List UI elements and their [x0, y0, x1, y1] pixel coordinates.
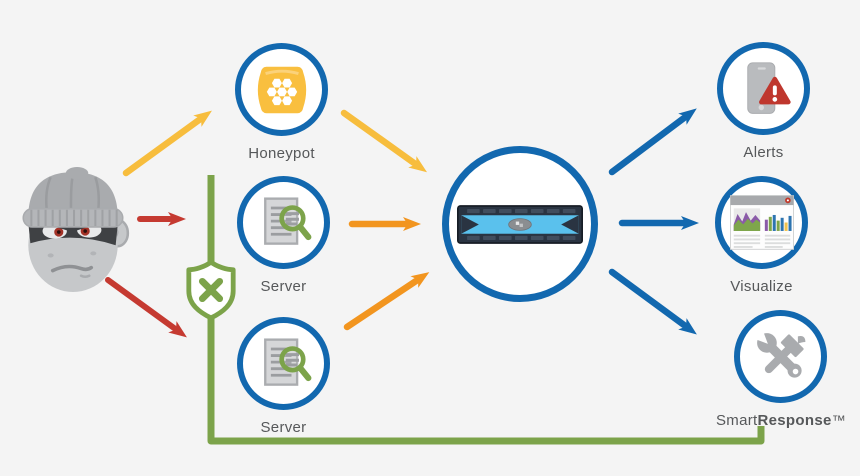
alerts-circle [717, 42, 810, 135]
document-search-icon [263, 337, 311, 386]
arrow-appliance-to-alerts [608, 108, 697, 176]
server-bottom-circle [237, 317, 330, 410]
smartresponse-node: SmartResponse™ [716, 310, 846, 429]
server-top-circle [237, 176, 330, 269]
arrow-appliance-to-smartresponse [608, 268, 697, 335]
phone-warning-icon [746, 61, 791, 114]
smartresponse-label: SmartResponse™ [716, 412, 846, 429]
arrow-server-bottom-to-appliance [343, 272, 430, 331]
alerts-label: Alerts [743, 144, 784, 161]
server-top-node: Server [237, 176, 330, 295]
arrow-attacker-to-server-bottom [105, 277, 187, 338]
server-bottom-label: Server [260, 419, 307, 436]
visualize-circle [715, 176, 808, 269]
visualize-node: Visualize [715, 176, 808, 295]
appliance-circle [442, 146, 598, 302]
alerts-node: Alerts [717, 42, 810, 161]
burglar-icon [22, 167, 130, 292]
smartresponse-label-regular: Smart [716, 412, 758, 429]
arrow-attacker-to-honeypot [122, 110, 212, 177]
shield-x-icon [186, 259, 236, 321]
honeypot-circle [235, 43, 328, 136]
rack-appliance-icon [457, 204, 583, 244]
trademark-symbol: ™ [831, 412, 846, 428]
arrow-honeypot-to-appliance [340, 109, 428, 173]
smartresponse-label-bold: Response [757, 412, 832, 429]
attacker-node [16, 164, 130, 294]
smartresponse-circle [734, 310, 828, 403]
honeypot-node: Honeypot [235, 43, 328, 162]
honeypot-icon [257, 66, 306, 113]
server-bottom-node: Server [237, 317, 330, 436]
dashboard-chart-icon [729, 195, 794, 250]
visualize-label: Visualize [730, 278, 793, 295]
honeypot-label: Honeypot [248, 145, 315, 162]
appliance-node [442, 146, 598, 302]
wrench-hammer-icon [752, 328, 806, 378]
server-top-label: Server [260, 278, 307, 295]
document-search-icon [263, 196, 311, 245]
